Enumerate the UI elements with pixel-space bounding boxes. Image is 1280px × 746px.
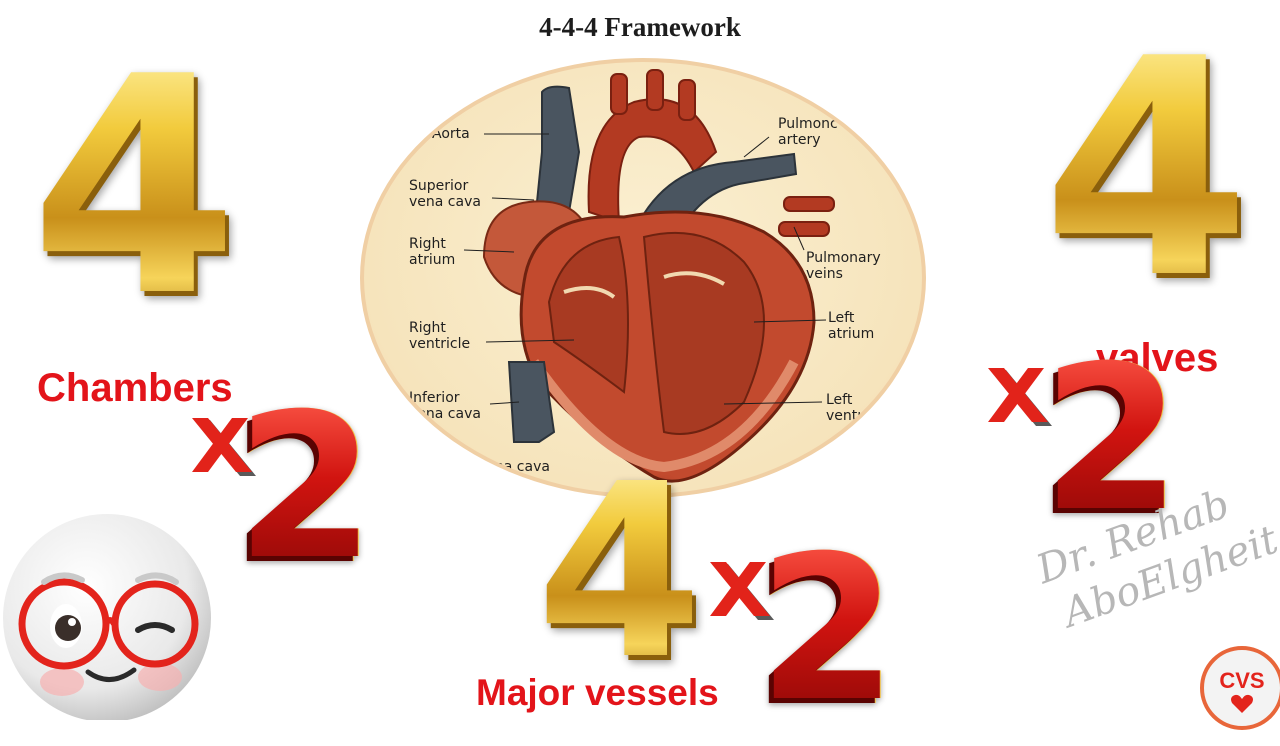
heart-icon: [1231, 694, 1253, 713]
page-title: 4-4-4 Framework: [539, 12, 741, 42]
major-vessels-label: Major vessels: [476, 672, 719, 713]
heart-diagram: Aorta Superior vena cava Right atrium Ri…: [360, 58, 926, 498]
label-pulmonary-artery: Pulmonc artery: [778, 116, 838, 148]
label-inferior-line2: vena cava: [409, 406, 481, 422]
label-aorta: Aorta: [432, 126, 470, 142]
label-left-atrium-line1: Left: [828, 310, 855, 326]
chambers-label: Chambers: [37, 366, 233, 410]
label-superior-line1: Superior: [409, 178, 469, 194]
valves-count-four: 4: [1042, 0, 1251, 344]
label-left-atrium-line2: atrium: [828, 326, 875, 342]
valves-multiplier-two: 2: [1042, 323, 1182, 556]
label-right-atrium-line1: Right: [409, 236, 446, 252]
multiply-x-icon: [988, 368, 1052, 426]
heart-anatomy-illustration: [463, 69, 835, 483]
label-superior-vena-cava: Superior vena cava: [409, 178, 481, 210]
label-left-ventricle-line2: ventı: [826, 408, 862, 424]
multiply-x-icon: [710, 562, 774, 620]
label-vena-cava-bottom: vena cava: [478, 459, 550, 475]
label-right-atrium-line2: atrium: [409, 252, 456, 268]
label-pulmonary-veins-line1: Pulmonary: [806, 250, 881, 266]
chambers-count-four: 4: [30, 13, 239, 362]
label-right-atrium: Right atrium: [409, 236, 455, 268]
label-left-ventricle: Left ventı: [826, 392, 861, 424]
label-right-ventricle: Right ventricle: [409, 320, 470, 352]
label-superior-line2: vena cava: [409, 194, 481, 210]
chambers-multiplier-two: 2: [236, 371, 376, 604]
multiply-x-icon: [192, 418, 256, 476]
label-pulmonary-artery-line2: artery: [778, 132, 821, 148]
label-right-ventricle-line1: Right: [409, 320, 446, 336]
vessels-count-four: 4: [536, 432, 703, 712]
winking-face-glasses-icon: [3, 514, 211, 720]
label-inferior-vena-cava: Inferior vena cava: [409, 390, 481, 422]
label-left-ventricle-line1: Left: [826, 392, 853, 408]
vessels-multiplier-two: 2: [758, 513, 898, 746]
label-left-atrium: Left atrium: [828, 310, 874, 342]
cvs-badge-text: CVS: [1219, 668, 1265, 693]
label-pulmonary-artery-line1: Pulmonc: [778, 116, 838, 132]
label-inferior-line1: Inferior: [409, 390, 460, 406]
cvs-badge: CVS: [1200, 646, 1280, 730]
label-right-ventricle-line2: ventricle: [409, 336, 471, 352]
label-pulmonary-veins-line2: veins: [806, 266, 843, 282]
valves-label: valves: [1096, 336, 1218, 381]
label-pulmonary-veins: Pulmonary veins: [806, 250, 881, 282]
